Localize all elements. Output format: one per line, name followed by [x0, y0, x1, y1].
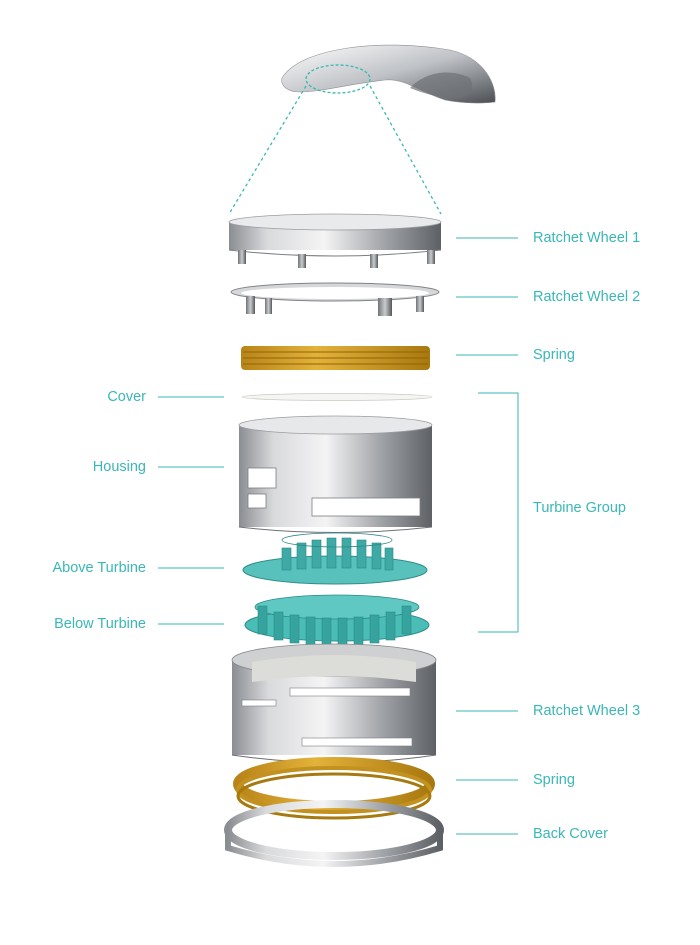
label-housing: Housing: [92, 459, 146, 475]
ratchet-wheel-2: [230, 282, 440, 316]
spring-top: [241, 346, 430, 370]
label-back-cover: Back Cover: [533, 826, 608, 842]
housing: [238, 415, 433, 533]
below-turbine: [244, 594, 430, 647]
above-turbine: [242, 532, 428, 585]
back-cover: [224, 800, 444, 867]
label-ratchet-wheel-1: Ratchet Wheel 1: [533, 230, 641, 246]
label-turbine-group: Turbine Group: [533, 500, 626, 516]
projection-line-right: [369, 85, 442, 215]
turbine-group-bracket: [478, 392, 519, 633]
label-above-turbine: Above Turbine: [52, 560, 146, 576]
faucet: [281, 44, 496, 104]
label-ratchet-wheel-3: Ratchet Wheel 3: [533, 703, 641, 719]
label-ratchet-wheel-2: Ratchet Wheel 2: [533, 289, 641, 305]
leader-lines-right: [456, 237, 518, 835]
projection-line-left: [228, 85, 307, 215]
leader-lines-left: [158, 396, 224, 625]
label-spring-bottom: Spring: [533, 772, 575, 788]
ratchet-wheel-1: [228, 213, 442, 268]
label-spring-top: Spring: [533, 347, 575, 363]
cover-disc: [241, 393, 433, 401]
label-cover: Cover: [107, 389, 146, 405]
label-below-turbine: Below Turbine: [54, 616, 146, 632]
ratchet-wheel-3: [231, 643, 437, 763]
